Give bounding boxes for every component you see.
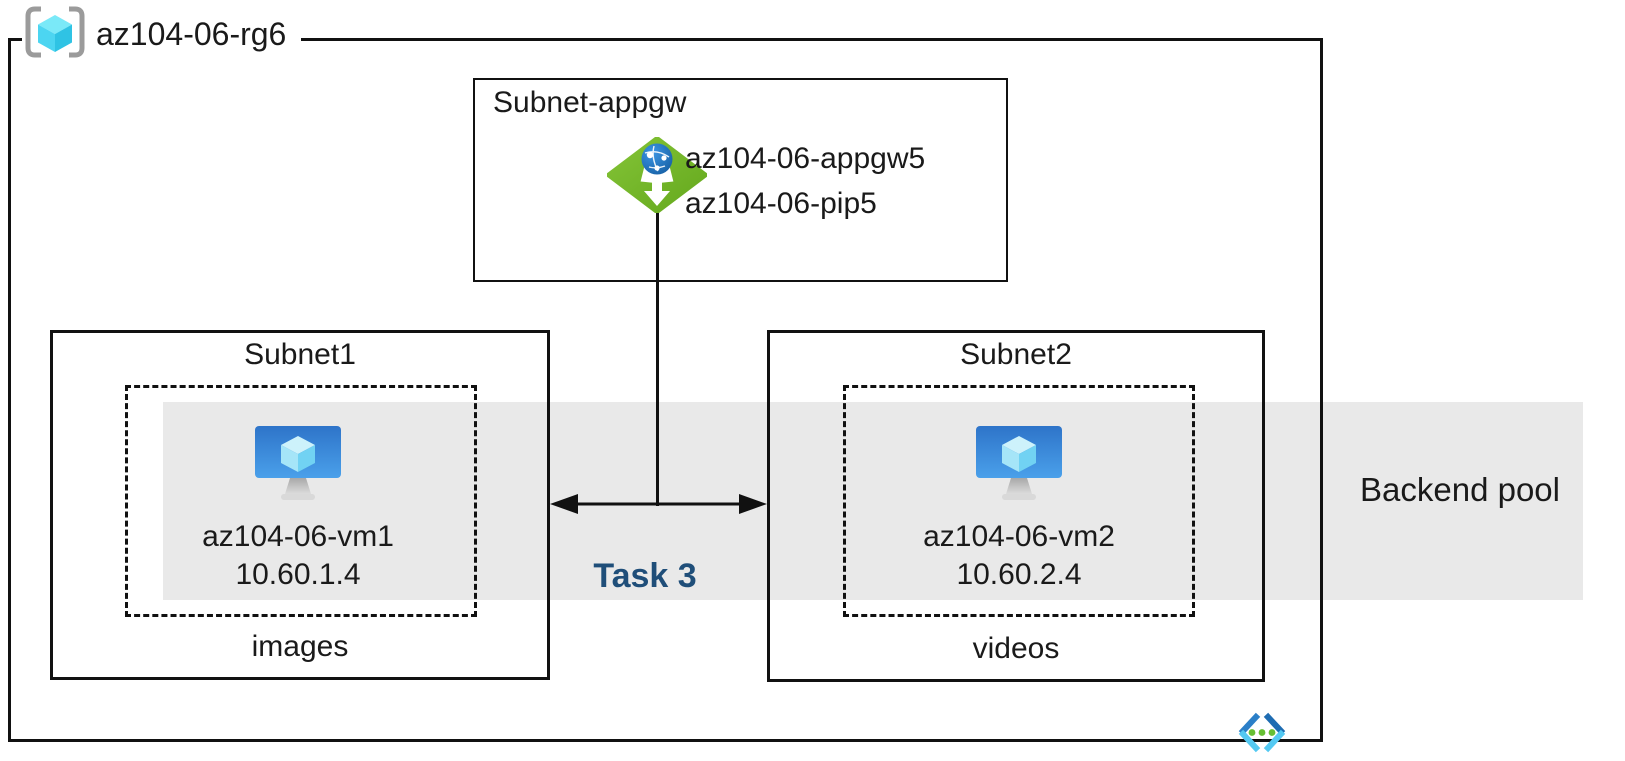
virtual-machine-icon <box>253 424 343 502</box>
virtual-network-icon <box>1236 711 1288 755</box>
vm1-name: az104-06-vm1 <box>202 520 394 553</box>
appgw-connector-line <box>656 211 659 506</box>
backend-pool-band <box>163 402 1583 600</box>
subnet1-box <box>50 330 550 680</box>
resource-group-border-top-left-segment <box>8 38 22 41</box>
subnet2-box <box>767 330 1265 682</box>
subnet1-backend-dashed-box <box>125 385 477 617</box>
appgw-gateway-name: az104-06-appgw5 <box>685 142 926 175</box>
vm1-ip: 10.60.1.4 <box>235 558 361 591</box>
vm1-labels: az104-06-vm1 10.60.1.4 <box>173 518 423 594</box>
subnet1-title: Subnet1 <box>244 338 356 371</box>
application-gateway-icon <box>607 137 707 213</box>
vm2-name: az104-06-vm2 <box>923 520 1115 553</box>
subnet-double-arrow <box>548 489 769 519</box>
vm2-ip: 10.60.2.4 <box>956 558 1082 591</box>
vm2-labels: az104-06-vm2 10.60.2.4 <box>894 518 1144 594</box>
subnet2-backend-dashed-box <box>843 385 1195 617</box>
appgw-public-ip-name: az104-06-pip5 <box>685 187 877 220</box>
backend-pool-label: Backend pool <box>1360 471 1560 508</box>
virtual-machine-icon <box>974 424 1064 502</box>
resource-group-name: az104-06-rg6 <box>96 16 287 52</box>
subnet-appgw-title: Subnet-appgw <box>493 86 687 119</box>
resource-group-box <box>8 38 1323 742</box>
appgw-down-arrow <box>644 173 670 206</box>
subnet-appgw-box <box>473 78 1008 282</box>
resource-group-border-top-right-segment <box>301 38 1323 41</box>
task-label: Task 3 <box>593 557 697 595</box>
subnet2-title: Subnet2 <box>960 338 1072 371</box>
appgw-labels: az104-06-appgw5 az104-06-pip5 <box>685 136 925 226</box>
resource-group-icon <box>24 6 86 58</box>
subnet1-storage-label: images <box>251 630 349 663</box>
subnet2-storage-label: videos <box>972 632 1060 665</box>
